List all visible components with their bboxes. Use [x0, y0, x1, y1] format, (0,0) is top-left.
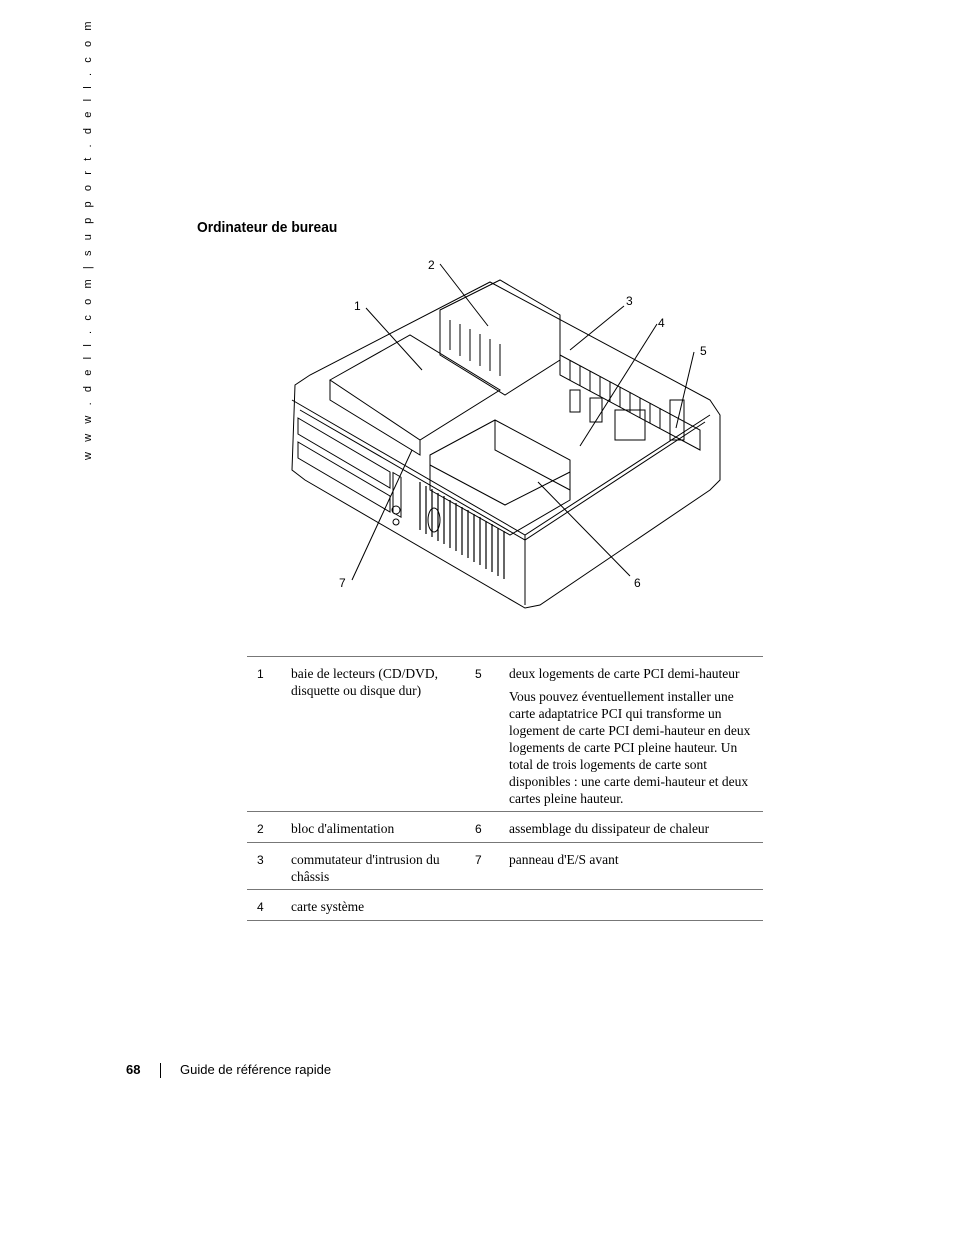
legend-description: panneau d'E/S avant: [509, 852, 619, 867]
table-row: 2 bloc d'alimentation 6 assemblage du di…: [247, 812, 763, 843]
legend-number: 4: [257, 900, 264, 914]
legend-number: 6: [475, 822, 482, 836]
callout-3: 3: [626, 294, 633, 308]
footer-title: Guide de référence rapide: [180, 1062, 332, 1077]
page-number: 68: [126, 1062, 141, 1077]
legend-number: 5: [475, 667, 482, 681]
legend-description: carte système: [291, 899, 365, 914]
legend-table: 1 baie de lecteurs (CD/DVD, disquette ou…: [247, 656, 763, 921]
table-row: 1 baie de lecteurs (CD/DVD, disquette ou…: [247, 656, 763, 812]
legend-description: bloc d'alimentation: [291, 821, 395, 836]
legend-description-cell: deux logements de carte PCI demi-hauteur…: [509, 657, 763, 812]
footer-divider: [160, 1063, 161, 1078]
leader-lines: [351, 263, 695, 581]
legend-description: deux logements de carte PCI demi-hauteur: [509, 666, 740, 681]
legend-number: 2: [257, 822, 264, 836]
side-url: w w w . d e l l . c o m | s u p p o r t …: [82, 17, 94, 460]
legend-description: baie de lecteurs (CD/DVD, disquette ou d…: [291, 666, 438, 698]
section-title: Ordinateur de bureau: [197, 219, 338, 236]
legend-number: 1: [257, 667, 264, 681]
legend-number: 3: [257, 853, 264, 867]
callout-2: 2: [428, 258, 435, 272]
callout-5: 5: [700, 344, 707, 358]
callout-7: 7: [339, 576, 346, 590]
table-row: 4 carte système: [247, 890, 763, 921]
callout-1: 1: [354, 299, 361, 313]
table-row: 3 commutateur d'intrusion du châssis 7 p…: [247, 843, 763, 890]
legend-description: [509, 890, 763, 921]
chassis-drawing: [291, 279, 721, 609]
callout-4: 4: [658, 316, 665, 330]
computer-illustration: 1 2 3 4 5 6 7: [250, 250, 730, 620]
legend-description: assemblage du dissipateur de chaleur: [509, 821, 710, 836]
legend-description: commutateur d'intrusion du châssis: [291, 852, 440, 884]
legend-number: 7: [475, 853, 482, 867]
legend-number: [473, 890, 509, 921]
legend-note: Vous pouvez éventuellement installer une…: [509, 689, 751, 806]
callout-6: 6: [634, 576, 641, 590]
